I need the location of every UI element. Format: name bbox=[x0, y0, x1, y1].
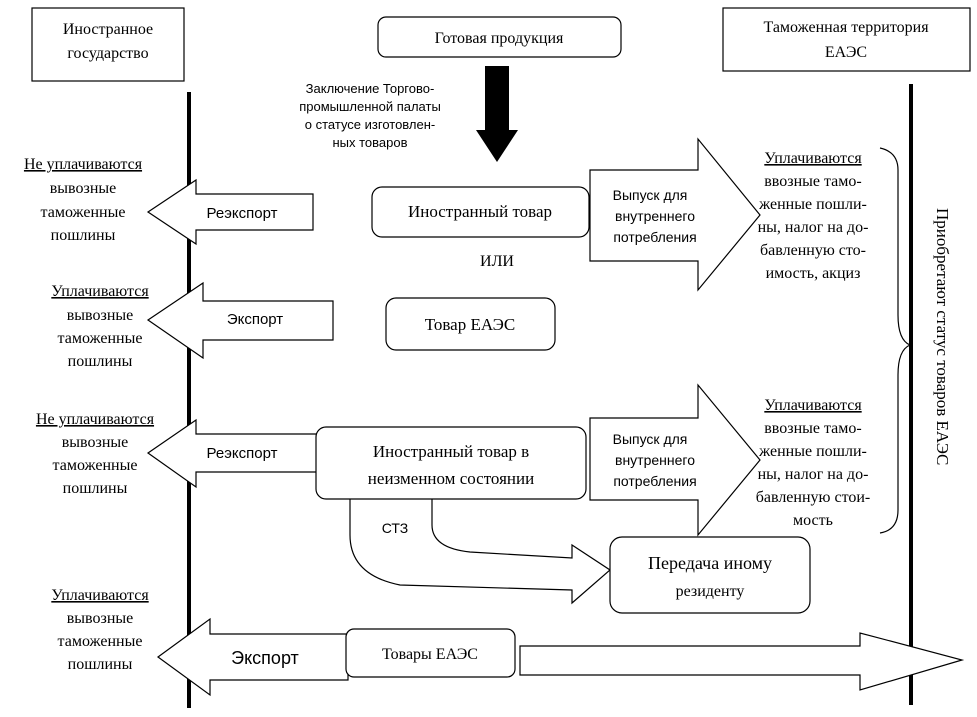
certificate-note-line2: промышленной палаты bbox=[299, 99, 441, 114]
release-arrow-2 bbox=[589, 383, 761, 537]
foreign-unchanged-box bbox=[315, 426, 587, 500]
release-2-line1: Выпуск для bbox=[613, 431, 688, 447]
paid-label-left-2: Уплачиваются bbox=[51, 587, 149, 604]
import-taxes-1-line5: имость, акциз bbox=[766, 265, 861, 282]
duties-3-line3: пошлины bbox=[63, 480, 128, 497]
import-taxes-1-line2: женные пошли- bbox=[758, 196, 867, 213]
stz-label: СТЗ bbox=[382, 520, 409, 536]
export-label-2: Экспорт bbox=[231, 648, 299, 668]
eaeu-territory-box bbox=[722, 7, 971, 72]
release-arrow-1 bbox=[589, 137, 761, 292]
not-paid-label-1: Не уплачиваются bbox=[24, 156, 143, 173]
import-taxes-2-line1: ввозные тамо- bbox=[764, 420, 861, 437]
down-arrow-icon bbox=[476, 66, 518, 162]
foreign-goods-label: Иностранный товар bbox=[408, 202, 552, 221]
duties-1-line1: вывозные bbox=[50, 180, 116, 197]
paid-label-left-1: Уплачиваются bbox=[51, 283, 149, 300]
import-taxes-1-line3: ны, налог на до- bbox=[758, 219, 869, 236]
transfer-resident-box bbox=[609, 536, 811, 614]
curly-brace bbox=[879, 147, 912, 534]
duties-1-line3: пошлины bbox=[51, 227, 116, 244]
reexport-label-1: Реэкспорт bbox=[207, 205, 278, 222]
eaeu-territory-line2: ЕАЭС bbox=[825, 44, 867, 61]
not-paid-label-2: Не уплачиваются bbox=[36, 411, 155, 428]
duties-2-line3: пошлины bbox=[68, 353, 133, 370]
release-1-line3: потребления bbox=[613, 229, 696, 245]
transfer-resident-line2: резиденту bbox=[676, 583, 745, 600]
release-2-line2: внутреннего bbox=[615, 452, 695, 468]
import-taxes-1-line4: бавленную сто- bbox=[760, 242, 866, 259]
finished-products-label: Готовая продукция bbox=[435, 30, 564, 47]
reexport-arrow-1 bbox=[146, 178, 314, 246]
eaeu-goods-label: Товар ЕАЭС bbox=[425, 315, 516, 334]
eaeu-goods-bottom-box bbox=[345, 628, 516, 678]
certificate-note-line4: ных товаров bbox=[332, 135, 407, 150]
paid-label-right-1: Уплачиваются bbox=[764, 150, 862, 167]
foreign-state-line1: Иностранное bbox=[63, 21, 153, 38]
eaeu-territory-line1: Таможенная территория bbox=[763, 19, 929, 36]
import-taxes-2-line3: ны, налог на до- bbox=[758, 466, 869, 483]
foreign-unchanged-line2: неизменном состоянии bbox=[368, 469, 534, 488]
certificate-note-line3: о статусе изготовлен- bbox=[305, 117, 435, 132]
import-taxes-1-line1: ввозные тамо- bbox=[764, 173, 861, 190]
duties-4-line2: таможенные bbox=[58, 633, 143, 650]
release-2-line3: потребления bbox=[613, 473, 696, 489]
import-taxes-2-line2: женные пошли- bbox=[758, 443, 867, 460]
foreign-state-line2: государство bbox=[67, 45, 148, 62]
duties-4-line3: пошлины bbox=[68, 656, 133, 673]
duties-2-line1: вывозные bbox=[67, 307, 133, 324]
duties-3-line1: вывозные bbox=[62, 434, 128, 451]
export-label-1: Экспорт bbox=[227, 311, 283, 328]
duties-2-line2: таможенные bbox=[58, 330, 143, 347]
duties-1-line2: таможенные bbox=[41, 204, 126, 221]
or-label: ИЛИ bbox=[480, 253, 514, 270]
paid-label-right-2: Уплачиваются bbox=[764, 397, 862, 414]
export-arrow-1 bbox=[146, 281, 334, 360]
vertical-status-label: Приобретают статус товаров ЕАЭС bbox=[933, 208, 952, 465]
import-taxes-2-line4: бавленную стои- bbox=[756, 489, 871, 506]
foreign-state-box bbox=[31, 7, 185, 82]
eaeu-goods-box bbox=[385, 297, 556, 351]
transfer-resident-line1: Передача иному bbox=[648, 553, 772, 573]
stz-curved-arrow bbox=[349, 497, 611, 605]
finished-products-box bbox=[377, 16, 622, 58]
duties-3-line2: таможенные bbox=[53, 457, 138, 474]
reexport-label-2: Реэкспорт bbox=[207, 445, 278, 462]
long-right-arrow bbox=[519, 632, 965, 691]
foreign-unchanged-line1: Иностранный товар в bbox=[373, 442, 529, 461]
duties-4-line1: вывозные bbox=[67, 610, 133, 627]
release-1-line2: внутреннего bbox=[615, 208, 695, 224]
foreign-goods-box bbox=[371, 186, 590, 238]
certificate-note-line1: Заключение Торгово- bbox=[306, 81, 435, 96]
release-1-line1: Выпуск для bbox=[613, 187, 688, 203]
import-taxes-2-line5: мость bbox=[793, 512, 833, 529]
eaeu-goods-bottom-label: Товары ЕАЭС bbox=[382, 646, 478, 663]
